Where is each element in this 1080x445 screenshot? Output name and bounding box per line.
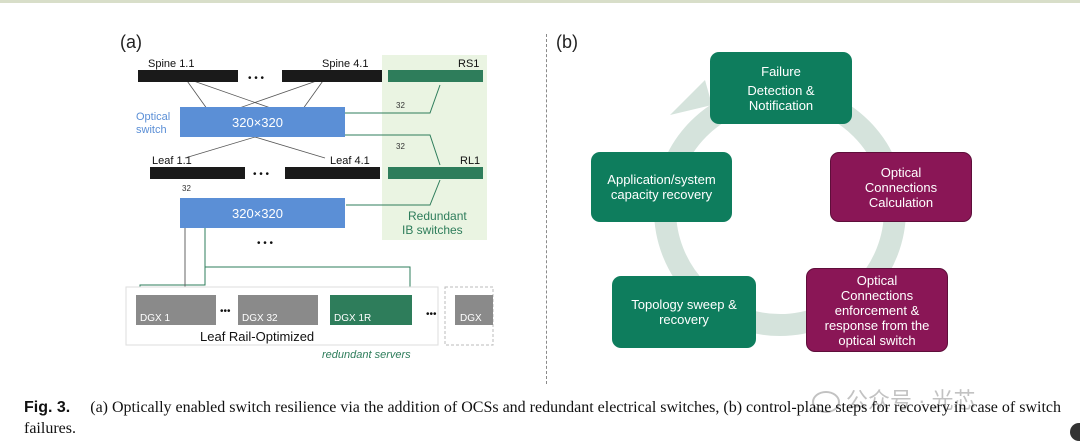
- panel-divider: [546, 34, 547, 384]
- dgx-32: [238, 295, 318, 325]
- server-dots-1: •••: [220, 306, 231, 317]
- link-count-3: 32: [182, 184, 191, 193]
- corner-tab: [1070, 423, 1080, 441]
- dgx-1-label: DGX 1: [140, 313, 170, 324]
- step-topology-sweep: Topology sweep & recovery: [612, 276, 756, 348]
- step-4-line-1: Topology sweep &: [631, 297, 737, 312]
- leaf-1-1: [150, 167, 245, 179]
- spine-4-1: [282, 70, 382, 82]
- dgx-32-label: DGX 32: [242, 313, 278, 324]
- optical-switch-label-2: switch: [136, 124, 167, 136]
- watermark: 公众号 · 光芯: [812, 383, 976, 415]
- optical-switch-label-1: Optical: [136, 111, 170, 123]
- leaf-rail-label: Leaf Rail-Optimized: [200, 329, 314, 344]
- leaf-right-label: Leaf 4.1: [330, 155, 370, 167]
- cycle-arrowhead: [670, 80, 712, 115]
- ocs-bottom: [180, 198, 345, 228]
- rs1-switch: [388, 70, 483, 82]
- step-3-line-2: Connections: [840, 287, 914, 303]
- step-1-line-2: Detection &: [747, 82, 815, 98]
- dgx-extra: [455, 295, 493, 325]
- link-count-2: 32: [396, 142, 405, 151]
- step-4-line-2: recovery: [659, 312, 709, 327]
- rl1-switch: [388, 167, 483, 179]
- dgx-extra-label: DGX: [460, 313, 482, 324]
- server-dots-2: •••: [426, 309, 437, 320]
- step-3-line-5: optical switch: [838, 332, 916, 348]
- step-5-line-2: capacity recovery: [610, 187, 713, 202]
- step-3-line-4: response from the: [824, 317, 930, 333]
- step-2-line-3: Calculation: [868, 194, 934, 210]
- step-3-line-3: enforcement &: [834, 302, 920, 318]
- panel-a-label: (a): [120, 32, 142, 52]
- dgx-1: [136, 295, 216, 325]
- step-1-line-1: Failure: [761, 63, 801, 79]
- spine-right-label: Spine 4.1: [322, 58, 368, 70]
- redundant-servers-label: redundant servers: [322, 349, 411, 361]
- rs1-label: RS1: [458, 58, 479, 70]
- ocs-bottom-label: 320×320: [232, 206, 283, 221]
- step-2-line-1: Optical: [880, 164, 922, 180]
- step-5-line-1: Application/system: [607, 172, 716, 187]
- ocs-top-label: 320×320: [232, 115, 283, 130]
- figure-caption: Fig. 3.(a) Optically enabled switch resi…: [24, 397, 1064, 439]
- spine-left-label: Spine 1.1: [148, 58, 194, 70]
- top-rule: [0, 0, 1080, 3]
- caption-fig-label: Fig. 3.: [24, 399, 71, 416]
- step-capacity-recovery: Application/system capacity recovery: [591, 152, 732, 222]
- spine-ellipsis: • • •: [248, 73, 265, 84]
- step-connections-enforcement: Optical Connections enforcement & respon…: [806, 268, 948, 352]
- dgx-1r-label: DGX 1R: [334, 313, 371, 324]
- spine-1-1: [138, 70, 238, 82]
- panel-b-label: (b): [556, 32, 578, 52]
- rl1-label: RL1: [460, 155, 480, 167]
- step-1-line-3: Notification: [748, 97, 814, 113]
- step-3-line-1: Optical: [856, 272, 898, 288]
- step-connections-calculation: Optical Connections Calculation: [830, 152, 972, 222]
- wechat-icon: [812, 391, 840, 414]
- redundant-ib-1: Redundant: [408, 209, 467, 223]
- redundant-ib-2: IB switches: [402, 223, 463, 237]
- ocs-top: [180, 107, 345, 137]
- leaf-4-1: [285, 167, 380, 179]
- caption-text: (a) Optically enabled switch resilience …: [24, 399, 1062, 437]
- watermark-text: 公众号 · 光芯: [846, 388, 976, 413]
- link-count-1: 32: [396, 101, 405, 110]
- leaf-left-label: Leaf 1.1: [152, 155, 192, 167]
- panel-a-diagram: Spine 1.1 Spine 4.1 • • • RS1 320×320 Op…: [125, 55, 494, 361]
- dgx-1r: [330, 295, 412, 325]
- ocs-ellipsis: • • •: [257, 238, 274, 249]
- leaf-ellipsis: • • •: [253, 169, 270, 180]
- step-failure-detection: Failure Detection & Notification: [710, 52, 852, 124]
- step-2-line-2: Connections: [864, 179, 938, 195]
